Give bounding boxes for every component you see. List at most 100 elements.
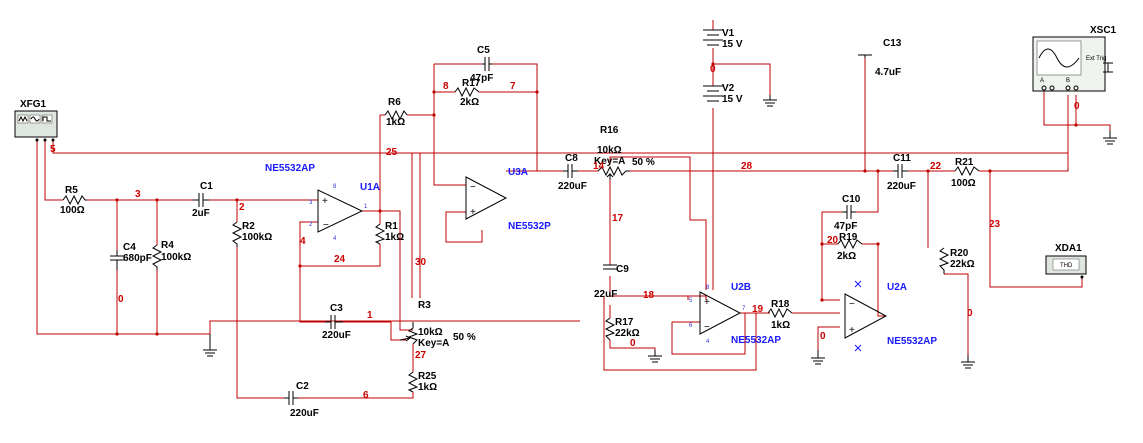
svg-text:+: + [849,325,855,336]
svg-text:R18: R18 [771,299,790,310]
opamp-u2a[interactable]: − + U2A NE5532AP [844,280,937,352]
svg-text:7: 7 [742,306,746,312]
u2a-part: NE5532AP [887,336,937,347]
u3a-ref: U3A [508,167,528,178]
ground-icon-4 [811,350,825,365]
svg-text:−: − [470,182,476,193]
u3a-part: NE5532P [508,221,551,232]
svg-text:10kΩ: 10kΩ [418,327,443,338]
svg-text:1kΩ: 1kΩ [386,117,405,128]
resistor-r2[interactable]: R2 100kΩ [231,221,272,247]
net-label: 23 [989,219,1001,230]
potentiometer-r16[interactable]: R16 10kΩ Key=A 50 % [594,125,655,180]
svg-text:R19: R19 [839,232,858,243]
capacitor-c1[interactable]: C1 2uF [192,181,213,219]
svg-text:5: 5 [689,298,693,304]
svg-text:100kΩ: 100kΩ [161,252,191,263]
u1a-part: NE5532AP [265,163,315,174]
v1-value: 15 V [722,39,743,50]
net-label: 24 [334,254,346,265]
capacitor-c10[interactable]: C10 47pF [834,194,861,232]
opamp-u2b[interactable]: + − 8 5 6 7 4 U2B NE5532AP [689,282,781,346]
svg-text:22uF: 22uF [594,289,617,300]
xda1-label: XDA1 [1055,243,1082,254]
svg-text:C4: C4 [123,242,136,253]
opamp-u3a[interactable]: − + U3A NE5532P [465,167,551,232]
svg-text:R2: R2 [242,221,255,232]
svg-text:8: 8 [706,285,710,291]
capacitor-c13[interactable]: C13 4.7uF [858,38,902,78]
net-label: 0 [1074,101,1080,112]
svg-text:R6: R6 [388,97,401,108]
resistor-r18[interactable]: R18 1kΩ [767,299,793,331]
supply-v2[interactable]: V2 15 V [703,83,743,105]
svg-text:R3: R3 [418,300,431,311]
net-label: 0 [630,338,636,349]
capacitor-c8[interactable]: C8 220uF [558,153,587,192]
resistor-r21[interactable]: R21 100Ω [951,157,980,189]
svg-text:C9: C9 [616,264,629,275]
svg-text:C11: C11 [893,153,911,164]
svg-text:R1: R1 [385,221,398,232]
svg-text:8: 8 [333,184,337,190]
resistor-r5[interactable]: R5 100Ω [60,185,87,216]
xsc1-ch-b: B [1066,78,1070,84]
net-label: 6 [363,390,369,401]
wires [36,20,1111,399]
net-label: 28 [741,161,753,172]
svg-text:3: 3 [309,200,313,206]
xda1-display: THD [1060,263,1073,269]
capacitor-c4[interactable]: C4 680pF [110,242,152,270]
net-labels: 5 3 2 0 4 24 25 30 1 27 6 8 7 14 17 18 0… [50,64,1080,401]
resistor-r6[interactable]: R6 1kΩ [384,97,408,128]
xsc1-label: XSC1 [1090,25,1117,36]
svg-text:C5: C5 [477,45,490,56]
u2a-ref: U2A [887,282,907,293]
svg-text:50 %: 50 % [632,157,655,168]
net-label: 19 [752,304,764,315]
net-label: 0 [710,64,716,75]
svg-text:4: 4 [706,339,710,345]
resistor-r17-feedback[interactable]: R17 2kΩ [454,78,481,108]
oscilloscope-xsc1[interactable]: Ext Trig A B XSC1 [1032,25,1117,92]
svg-text:+: + [322,196,328,207]
capacitor-c9[interactable]: C9 22uF [594,264,629,300]
net-label: 0 [820,331,826,342]
capacitor-c2[interactable]: C2 220uF [284,381,319,419]
svg-text:R4: R4 [161,240,174,251]
resistor-r1[interactable]: R1 1kΩ [374,221,404,245]
svg-text:Key=A: Key=A [594,156,625,167]
opamp-u1a[interactable]: + − 8 3 2 1 4 U1A NE5532AP [265,163,380,242]
capacitor-c3[interactable]: C3 220uF [322,303,351,341]
svg-text:2kΩ: 2kΩ [460,97,479,108]
function-generator-xfg1[interactable]: XFG1 [14,99,58,142]
svg-text:220uF: 220uF [290,408,319,419]
svg-text:R16: R16 [600,125,619,136]
svg-text:C8: C8 [565,153,578,164]
svg-text:C10: C10 [842,194,861,205]
net-label: 27 [415,350,427,361]
svg-text:100Ω: 100Ω [951,178,976,189]
resistor-r25[interactable]: R25 1kΩ [407,371,437,393]
resistor-r20[interactable]: R20 22kΩ [938,247,975,274]
net-label: 2 [239,202,245,213]
svg-text:2kΩ: 2kΩ [837,251,856,262]
net-label: 0 [118,294,124,305]
svg-text:220uF: 220uF [322,330,351,341]
net-label: 4 [300,236,306,247]
svg-text:220uF: 220uF [558,181,587,192]
resistor-r4[interactable]: R4 100kΩ [151,240,191,270]
svg-text:2uF: 2uF [192,208,210,219]
capacitor-c5[interactable]: C5 47pF [470,45,493,84]
svg-text:1: 1 [364,204,368,210]
svg-text:220uF: 220uF [887,181,916,192]
potentiometer-r3[interactable]: R3 10kΩ Key=A 50 % [399,300,476,349]
ground-icon-3 [648,350,662,363]
resistor-r17[interactable]: R17 22kΩ [604,317,640,341]
distortion-analyzer-xda1[interactable]: THD XDA1 [1045,243,1087,279]
svg-text:1kΩ: 1kΩ [385,232,404,243]
capacitor-c11[interactable]: C11 220uF [887,153,916,192]
supply-v1[interactable]: V1 15 V [703,28,743,50]
resistor-r19[interactable]: R19 2kΩ [837,232,863,262]
svg-text:C1: C1 [200,181,213,192]
